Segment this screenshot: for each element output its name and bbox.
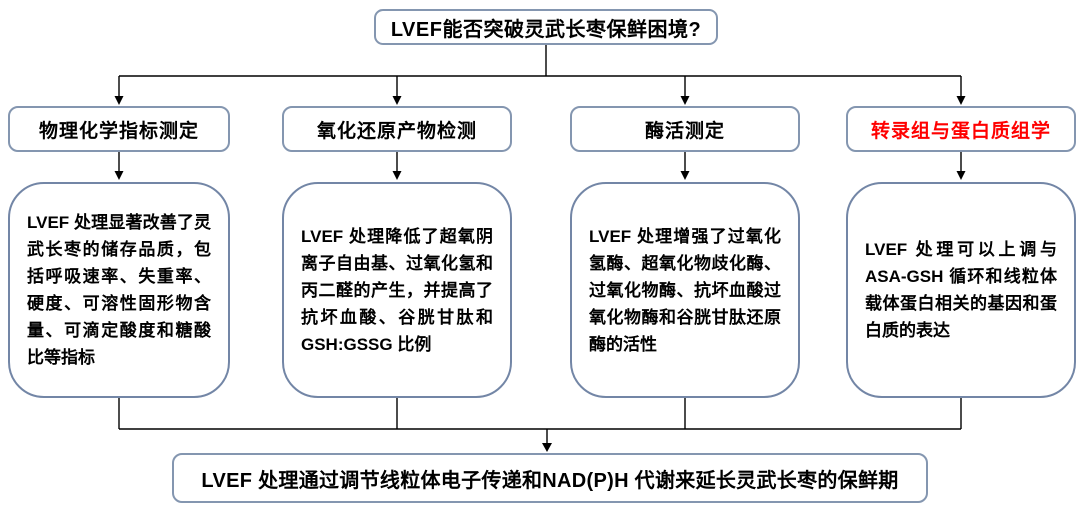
header-label: 转录组与蛋白质组学 [870,120,1051,142]
detail-text: LVEF 处理增强了过氧化氢酶、超氧化物歧化酶、过氧化物酶、抗坏血酸过氧化物酶和… [589,226,781,354]
header-label: 氧化还原产物检测 [316,120,477,142]
conclusion-box: LVEF 处理通过调节线粒体电子传递和NAD(P)H 代谢来延长灵武长枣的保鲜期 [172,453,928,503]
header-label: 物理化学指标测定 [38,120,199,142]
question-box: LVEF能否突破灵武长枣保鲜困境? [374,9,718,45]
detail-box-redox-products: LVEF 处理降低了超氧阴离子自由基、过氧化氢和丙二醛的产生，并提高了抗坏血酸、… [282,182,512,398]
detail-box-physicochemical: LVEF 处理显著改善了灵武长枣的储存品质，包括呼吸速率、失重率、硬度、可溶性固… [8,182,230,398]
header-box-omics: 转录组与蛋白质组学 [846,106,1076,152]
question-text: LVEF能否突破灵武长枣保鲜困境? [390,18,702,41]
header-box-physicochemical: 物理化学指标测定 [8,106,230,152]
detail-text: LVEF 处理降低了超氧阴离子自由基、过氧化氢和丙二醛的产生，并提高了抗坏血酸、… [301,226,493,354]
conclusion-text: LVEF 处理通过调节线粒体电子传递和NAD(P)H 代谢来延长灵武长枣的保鲜期 [201,469,899,492]
detail-box-enzyme-activity: LVEF 处理增强了过氧化氢酶、超氧化物歧化酶、过氧化物酶、抗坏血酸过氧化物酶和… [570,182,800,398]
detail-box-omics: LVEF 处理可以上调与 ASA-GSH 循环和线粒体载体蛋白相关的基因和蛋白质… [846,182,1076,398]
header-box-redox-products: 氧化还原产物检测 [282,106,512,152]
detail-text: LVEF 处理可以上调与 ASA-GSH 循环和线粒体载体蛋白相关的基因和蛋白质… [865,240,1057,340]
detail-text: LVEF 处理显著改善了灵武长枣的储存品质，包括呼吸速率、失重率、硬度、可溶性固… [27,213,211,367]
header-label: 酶活测定 [644,120,725,142]
header-box-enzyme-activity: 酶活测定 [570,106,800,152]
